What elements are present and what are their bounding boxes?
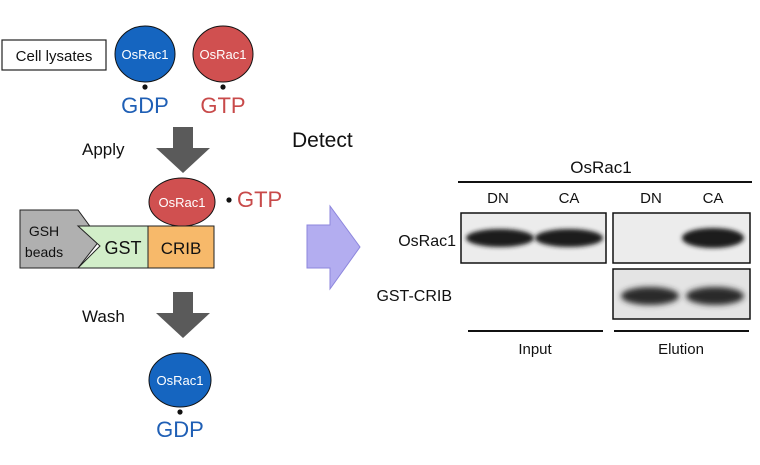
bond-dot bbox=[177, 409, 183, 415]
eluted-gdp-label: GDP bbox=[156, 417, 204, 442]
gst-block: GST bbox=[76, 225, 149, 269]
osrac1-gdp-protein: OsRac1 bbox=[114, 25, 176, 83]
crib-label: CRIB bbox=[161, 239, 202, 258]
apply-arrow bbox=[156, 127, 210, 173]
lane-elution-ca: CA bbox=[703, 190, 724, 207]
lane-input-ca: CA bbox=[559, 190, 580, 207]
bound-osrac1-protein: OsRac1 bbox=[148, 177, 216, 227]
row-label-gst-crib: GST-CRIB bbox=[376, 288, 452, 305]
detect-label: Detect bbox=[292, 129, 353, 152]
detect-arrow bbox=[306, 204, 361, 291]
bound-gtp-label: GTP bbox=[237, 187, 282, 212]
bond-dot bbox=[226, 197, 232, 203]
cell-lysates-label: Cell lysates bbox=[16, 48, 93, 65]
gsh-beads-line2: beads bbox=[25, 244, 63, 260]
gtp-label: GTP bbox=[200, 93, 245, 118]
elution-label: Elution bbox=[658, 341, 704, 358]
row-label-osrac1: OsRac1 bbox=[398, 233, 456, 250]
osrac1-gtp-protein: OsRac1 bbox=[192, 25, 254, 83]
wash-arrow bbox=[156, 292, 210, 338]
eluted-osrac1-protein: OsRac1 bbox=[148, 352, 212, 408]
lane-input-dn: DN bbox=[487, 190, 509, 207]
gsh-beads-block: GSH beads bbox=[19, 209, 101, 269]
band bbox=[535, 229, 603, 247]
crib-block: CRIB bbox=[147, 225, 215, 269]
gsh-beads-line1: GSH bbox=[29, 223, 59, 239]
blot-panel-input-osrac1 bbox=[460, 212, 607, 264]
blot-panel-elution-osrac1 bbox=[612, 212, 751, 264]
band bbox=[682, 228, 744, 248]
cell-lysates-box: Cell lysates bbox=[1, 39, 107, 71]
bond-dot bbox=[142, 84, 148, 90]
osrac1-gtp-label: OsRac1 bbox=[200, 47, 247, 62]
blot-panel-elution-gst-crib bbox=[612, 268, 751, 320]
eluted-osrac1-label: OsRac1 bbox=[157, 373, 204, 388]
gst-label: GST bbox=[104, 238, 141, 258]
osrac1-gdp-label: OsRac1 bbox=[122, 47, 169, 62]
lane-elution-dn: DN bbox=[640, 190, 662, 207]
bond-dot bbox=[220, 84, 226, 90]
band bbox=[466, 229, 534, 247]
apply-label: Apply bbox=[82, 140, 125, 159]
gdp-label: GDP bbox=[121, 93, 169, 118]
input-label: Input bbox=[518, 341, 552, 358]
band bbox=[686, 287, 744, 305]
blot-header: OsRac1 bbox=[570, 158, 631, 177]
band bbox=[621, 287, 679, 305]
wash-label: Wash bbox=[82, 307, 125, 326]
bound-osrac1-label: OsRac1 bbox=[159, 195, 206, 210]
